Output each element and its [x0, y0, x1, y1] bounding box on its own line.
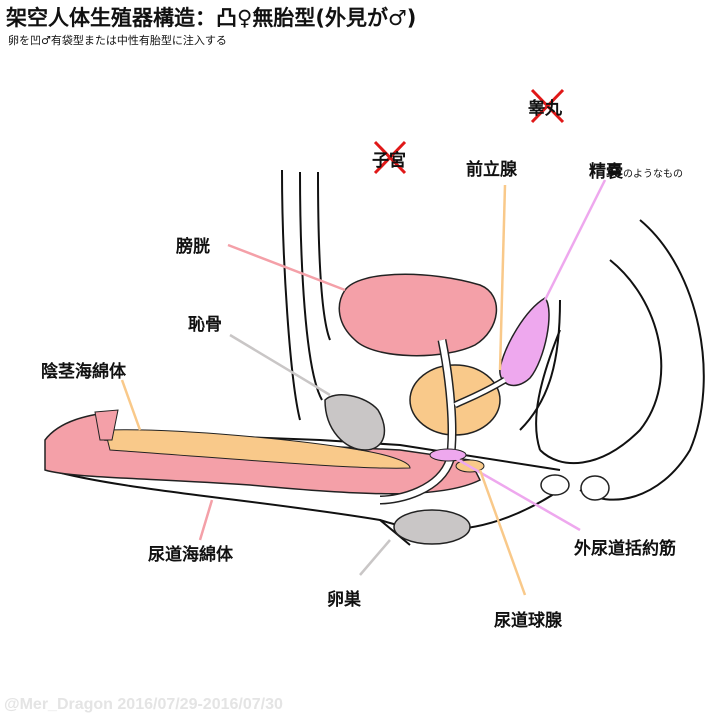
label-seminal-vesicle-note: のようなもの [623, 169, 683, 180]
page-title: 架空人体生殖器構造：凸♀無胎型(外見が♂) [6, 6, 417, 30]
pubic-bone-shape [324, 394, 386, 451]
anus-outline [540, 474, 570, 496]
perineum-outline [580, 475, 610, 501]
label-bladder: 膀胱 [176, 237, 210, 257]
page-subtitle: 卵を凹♂有袋型または中性有胎型に注入する [8, 34, 227, 47]
label-seminal-vesicle-main: 精嚢 [589, 162, 623, 182]
label-bulbourethral-gland: 尿道球腺 [494, 611, 562, 631]
label-seminal-vesicle: 精嚢のようなもの [589, 157, 683, 182]
label-external-urethral-sphincter: 外尿道括約筋 [574, 539, 676, 559]
seminal-vesicle-shape [499, 297, 550, 387]
label-uterus: 子宮 [372, 151, 406, 171]
label-ovary: 卵巣 [327, 590, 361, 610]
label-pubic-bone: 恥骨 [188, 315, 222, 335]
cross-out-marks [373, 88, 565, 175]
leader-lines [120, 179, 607, 596]
sphincter-shape [429, 448, 467, 462]
body-outline [49, 169, 705, 546]
label-prostate: 前立腺 [466, 160, 517, 180]
label-corpus-cavernosum: 陰茎海綿体 [41, 362, 126, 382]
label-corpus-spongiosum: 尿道海綿体 [148, 545, 233, 565]
credit-watermark: @Mer_Dragon 2016/07/29-2016/07/30 [4, 696, 283, 713]
glans-shape [94, 409, 119, 441]
label-testis: 睾丸 [528, 99, 562, 119]
bladder-shape [338, 273, 497, 357]
ovary-shape [393, 509, 471, 545]
corpus-cavernosum-shape [104, 429, 411, 469]
